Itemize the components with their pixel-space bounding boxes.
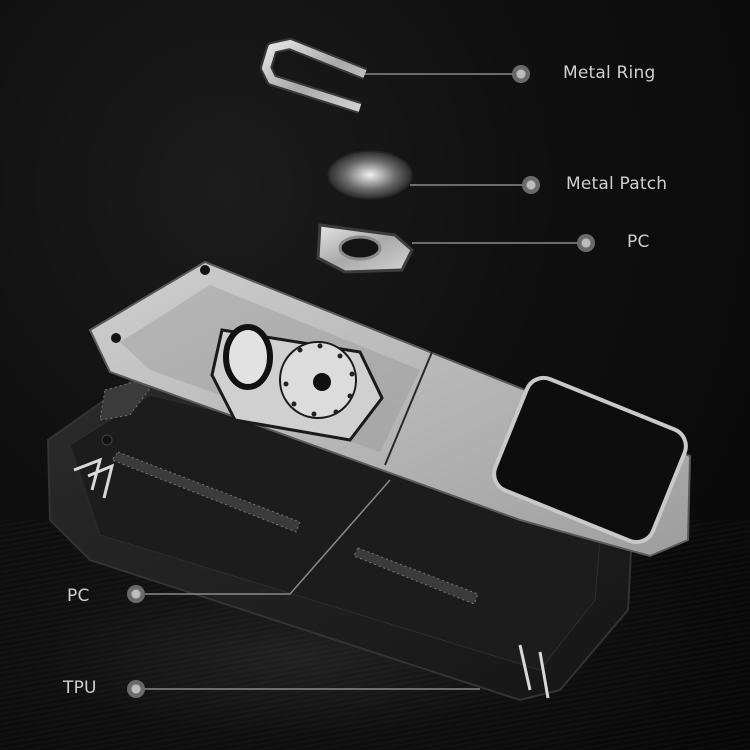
metal-ring [260,38,368,114]
callout-dot-icon [512,65,530,83]
label-pc-top: PC [627,232,650,252]
metal-patch [327,150,413,200]
label-tpu: TPU [63,678,97,698]
label-metal-patch: Metal Patch [566,174,668,194]
callout-dot-icon [522,176,540,194]
label-pc-bottom: PC [67,586,90,606]
callout-dot-icon [577,234,595,252]
leader-line-pc-bottom [136,479,391,595]
pc-frame [88,260,692,558]
callout-dot-icon [127,585,145,603]
callout-dot-icon [127,680,145,698]
pc-washer [316,223,414,274]
label-metal-ring: Metal Ring [563,63,656,83]
